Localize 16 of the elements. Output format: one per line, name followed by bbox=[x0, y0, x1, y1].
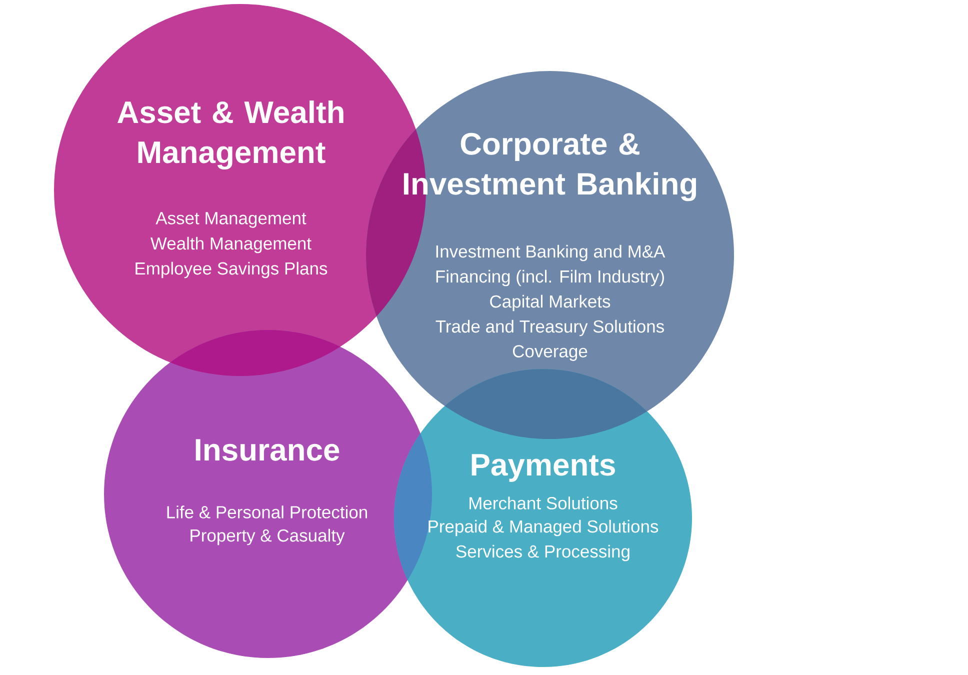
category-heading: Asset & Wealth Management bbox=[118, 100, 344, 170]
service-item: Financing (incl. Film Industry) bbox=[436, 270, 664, 286]
service-item: Merchant Solutions bbox=[470, 496, 618, 510]
service-item: Services & Processing bbox=[456, 544, 630, 562]
service-item: Asset Management bbox=[156, 212, 306, 228]
category-heading: Insurance bbox=[196, 439, 340, 461]
service-item: Property & Casualty bbox=[190, 528, 345, 546]
service-item: Capital Markets bbox=[490, 294, 610, 312]
service-item: Coverage bbox=[512, 345, 588, 361]
service-item: Employee Savings Plans bbox=[136, 262, 328, 278]
category-heading: Payments bbox=[472, 454, 615, 482]
service-item: Prepaid & Managed Solutions bbox=[428, 520, 658, 536]
service-item: Investment Banking and M&A bbox=[436, 244, 666, 262]
service-item: Trade and Treasury Solutions bbox=[436, 320, 664, 336]
service-item: Life & Personal Protection bbox=[167, 506, 367, 518]
service-item: Wealth Management bbox=[150, 236, 312, 254]
